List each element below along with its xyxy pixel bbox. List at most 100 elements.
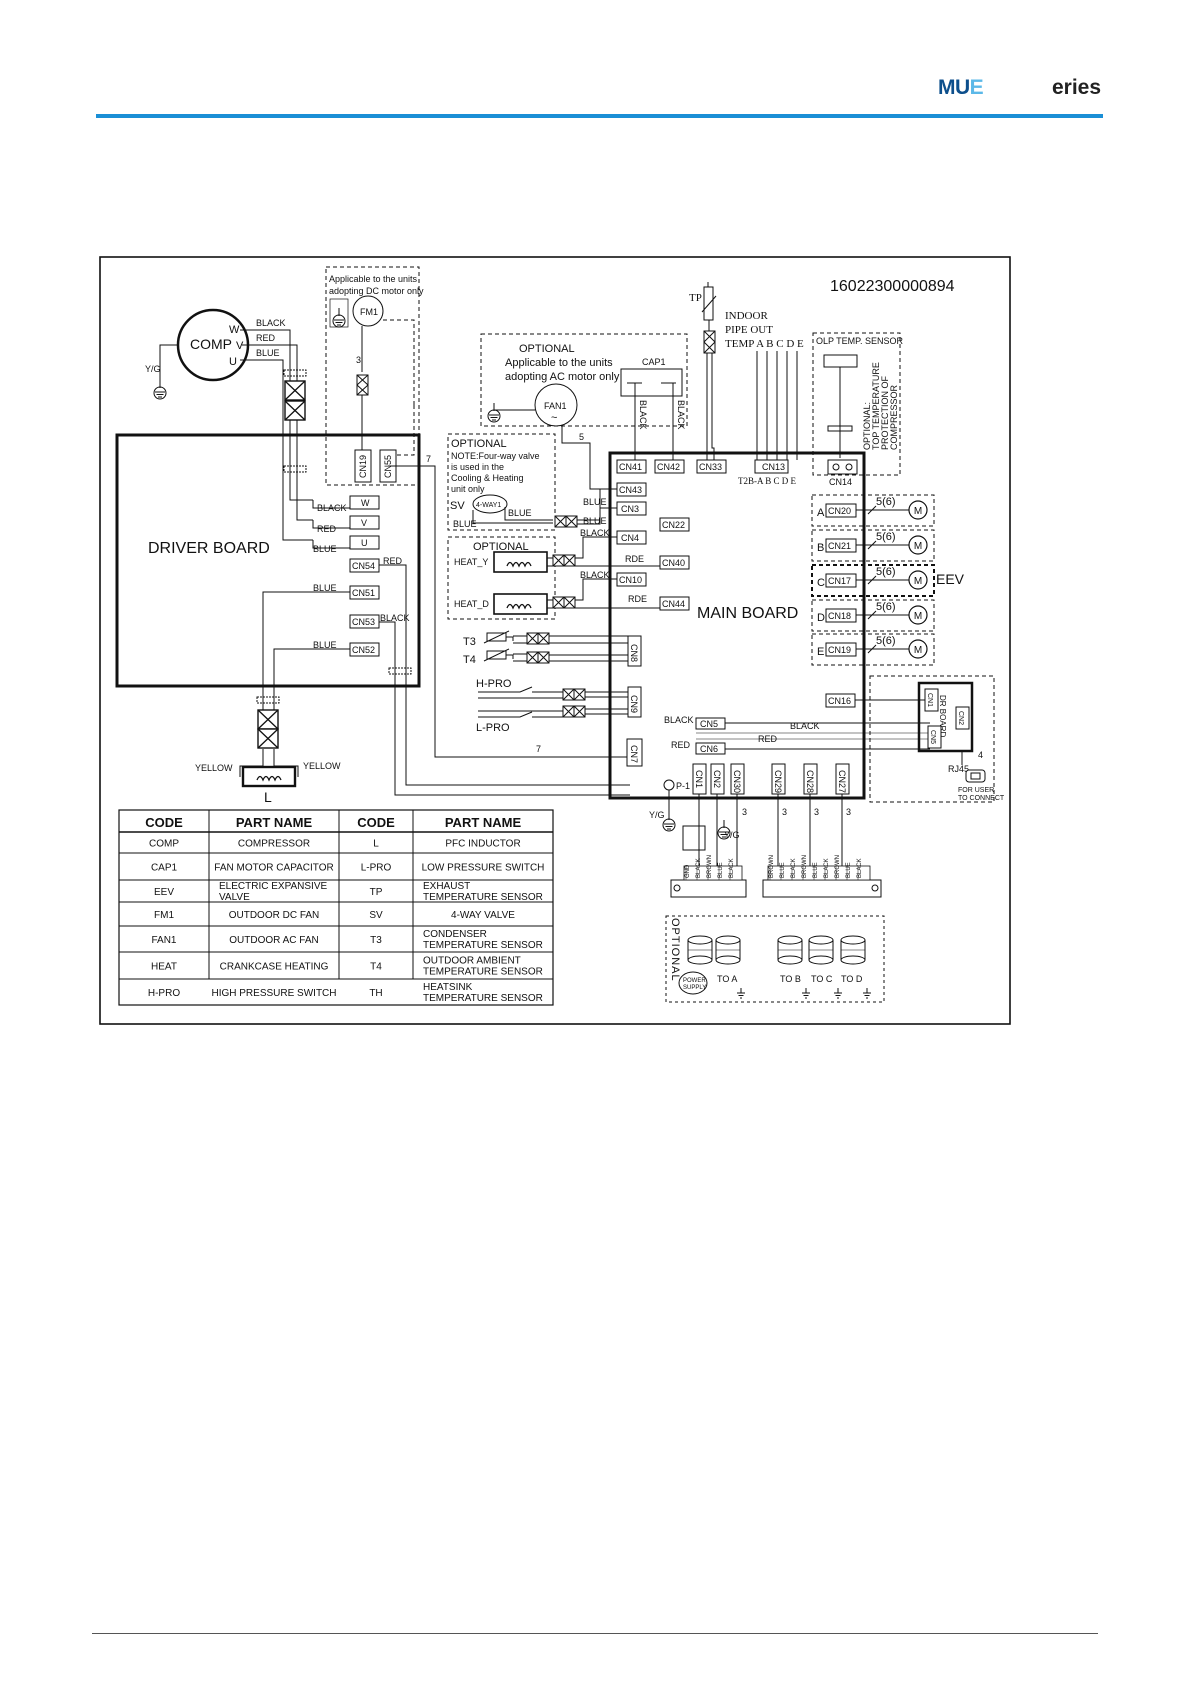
- brand-mu: MU: [938, 76, 970, 99]
- legend-code: EEV: [154, 887, 174, 898]
- cn7-wire-count: 7: [536, 744, 541, 754]
- legend-part-name: OUTDOOR AC FAN: [229, 935, 318, 946]
- terminal-label: BLUE: [813, 862, 819, 878]
- cn51-wire-blue: BLUE: [313, 583, 337, 593]
- dr-wire-black: BLACK: [790, 721, 820, 731]
- t3-label: T3: [463, 636, 476, 648]
- fan1-ac-symbol: ~: [551, 412, 557, 424]
- dr-wire-red: RED: [758, 734, 778, 744]
- legend-header: PART NAME: [445, 815, 522, 830]
- main-cn10: CN10: [619, 575, 642, 585]
- sv-note-1: NOTE:Four-way valve: [451, 451, 540, 461]
- fm1-label: FM1: [360, 307, 378, 317]
- legend-part-name: CRANKCASE HEATING: [220, 962, 329, 973]
- cn3-wire-blue: BLUE: [583, 497, 607, 507]
- heat-y-wire-rde: RDE: [625, 554, 644, 564]
- eev-wire-count: 5(6): [876, 566, 896, 578]
- terminal-to-c: TO C: [811, 974, 833, 984]
- olp-vertical-3: PROTECTION OF: [880, 375, 890, 450]
- terminal-block-left: [670, 865, 747, 898]
- legend-part-name: TEMPERATURE SENSOR: [423, 940, 543, 951]
- fm1-note-line2: adopting DC motor only: [329, 286, 424, 296]
- optional-ac-line1: Applicable to the units: [505, 357, 613, 369]
- main-cn8: CN8: [629, 644, 639, 662]
- legend-header: CODE: [145, 815, 183, 830]
- eev-row-letter: E: [817, 646, 824, 658]
- main-cn9: CN9: [629, 695, 639, 713]
- compressor: COMP W V U: [176, 308, 250, 382]
- legend-part-name: 4-WAY VALVE: [451, 910, 515, 921]
- terminal-to-d: TO D: [841, 974, 863, 984]
- legend-code: TP: [370, 887, 383, 898]
- lpro-label: L-PRO: [476, 722, 510, 734]
- fan1-label: FAN1: [544, 401, 567, 411]
- brand-logo: MUE: [938, 76, 984, 100]
- indoor-label-1: INDOOR: [725, 310, 768, 322]
- main-board-label: MAIN BOARD: [697, 605, 798, 622]
- legend-code: L: [373, 839, 379, 850]
- main-cn5: CN5: [700, 719, 718, 729]
- heat-y-label: HEAT_Y: [454, 557, 488, 567]
- header-rule: [96, 114, 1103, 118]
- main-cn6: CN6: [700, 744, 718, 754]
- driver-wire-blue: BLUE: [313, 544, 337, 554]
- indoor-label-2: PIPE OUT: [725, 324, 773, 336]
- eev-connector: CN18: [828, 611, 851, 621]
- power-supply-line1: POWER: [683, 978, 706, 984]
- eev-row-letter: A: [817, 507, 825, 519]
- eev-connector: CN19: [828, 645, 851, 655]
- terminal-label: BROWN: [835, 855, 841, 878]
- legend-part-name: FAN MOTOR CAPACITOR: [214, 863, 333, 874]
- legend-part-name: VALVE: [219, 892, 250, 903]
- main-cn43: CN43: [619, 485, 642, 495]
- motor-icon: M: [908, 535, 928, 555]
- eev-row-letter: B: [817, 542, 824, 554]
- comp-u: U: [229, 356, 237, 368]
- legend-part-name: TEMPERATURE SENSOR: [423, 892, 543, 903]
- motor-icon: M: [908, 500, 928, 520]
- eev-row-letter: C: [817, 577, 825, 589]
- compressor-label: COMP: [190, 336, 232, 352]
- terminal-to-b: TO B: [780, 974, 801, 984]
- sv-note-2: is used in the: [451, 462, 504, 472]
- main-cn4: CN4: [621, 533, 639, 543]
- tp-label: TP: [689, 292, 702, 304]
- olp-title: OLP TEMP. SENSOR: [816, 336, 904, 346]
- brand-e: E: [969, 76, 984, 99]
- eev-label: EEV: [936, 571, 965, 587]
- cn29-wire-count: 3: [782, 807, 787, 817]
- terminal-label: BROWN: [802, 855, 808, 878]
- olp-cn14: CN14: [829, 477, 852, 487]
- legend-part-name: CONDENSER: [423, 929, 487, 940]
- terminal-label: BLUE: [718, 862, 724, 878]
- brand-series-text: eries: [1052, 76, 1102, 99]
- legend-part-name: ELECTRIC EXPANSIVE: [219, 881, 328, 892]
- legend-part-name: PFC INDUCTOR: [445, 839, 520, 850]
- eev-connector: CN17: [828, 576, 851, 586]
- hpro-label: H-PRO: [476, 678, 512, 690]
- cn52-wire-blue: BLUE: [313, 640, 337, 650]
- p1-label: P-1: [676, 781, 690, 791]
- terminal-label: BLACK: [729, 858, 735, 878]
- terminal-label: BROWN: [707, 855, 713, 878]
- sv-wire-blue-1: BLUE: [508, 508, 532, 518]
- optional-heat-title: OPTIONAL: [473, 541, 529, 553]
- cn30-wire-count: 3: [742, 807, 747, 817]
- main-cn30: CN30: [732, 770, 742, 793]
- legend-part-name: TEMPERATURE SENSOR: [423, 967, 543, 978]
- cn5-wire-black: BLACK: [664, 715, 694, 725]
- driver-board-label: DRIVER BOARD: [148, 540, 270, 557]
- optional-terminal-vertical: OPTIONAL: [669, 918, 681, 982]
- eev-wire-count: 5(6): [876, 601, 896, 613]
- eev-wire-count: 5(6): [876, 531, 896, 543]
- driver-cn54: CN54: [352, 561, 375, 571]
- cap1-wire-black-1: BLACK: [638, 400, 648, 430]
- main-cn22: CN22: [662, 520, 685, 530]
- optional-ac-line2: adopting AC motor only: [505, 371, 620, 383]
- cn27-wire-count: 3: [846, 807, 851, 817]
- fm1-note-line1: Applicable to the units: [329, 274, 418, 284]
- terminal-to-a: TO A: [717, 974, 737, 984]
- motor-label: M: [914, 645, 922, 656]
- fan1-wire-count: 5: [579, 432, 584, 442]
